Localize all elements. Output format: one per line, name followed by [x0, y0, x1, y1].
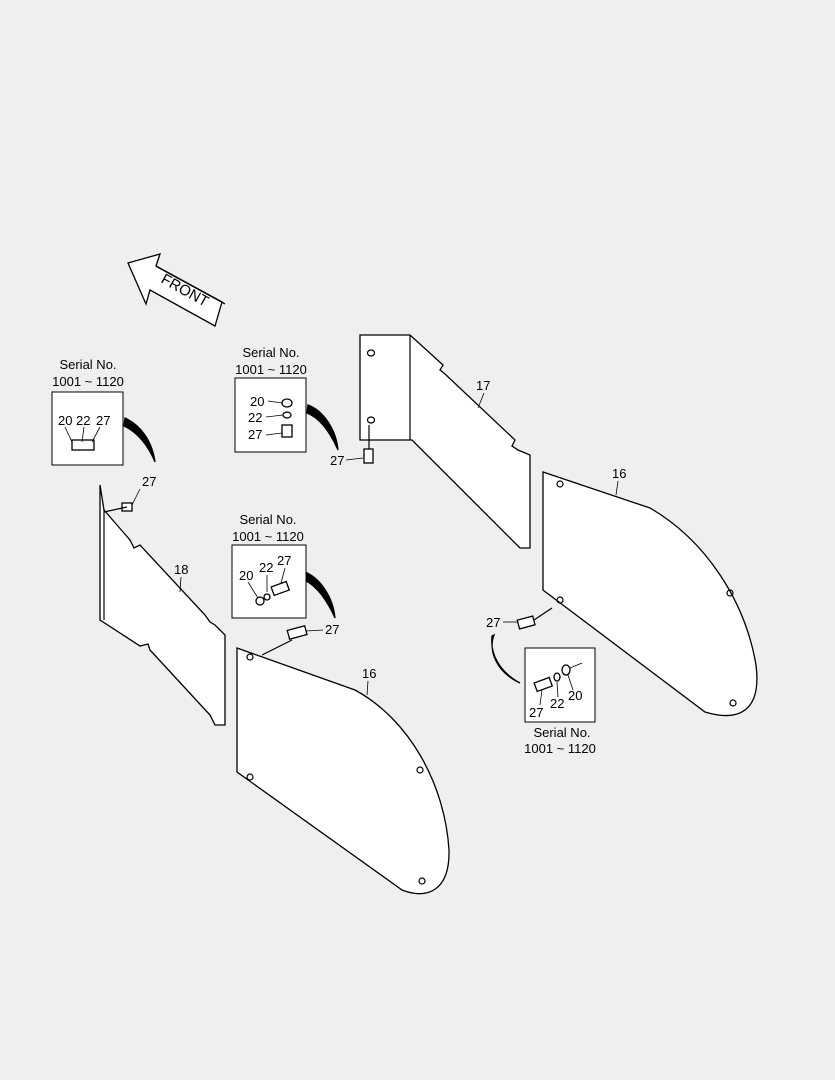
serial-range-4: 1001 ~ 1120 [524, 741, 596, 756]
inset-3-label-20: 20 [239, 568, 253, 583]
inset-box-2: 20 22 27 [234, 377, 307, 453]
callout-18: 18 [174, 562, 188, 577]
inset-box-4: 27 22 20 [524, 647, 596, 723]
inset-4-label-22: 22 [550, 696, 564, 711]
inset-box-1: 20 22 27 [51, 391, 124, 466]
callout-27-panel17: 27 [330, 453, 344, 468]
pointer-arrow [491, 633, 521, 684]
inset-1-label-22: 22 [76, 413, 90, 428]
pointer-arrow [306, 404, 339, 451]
inset-2-label-20: 20 [250, 394, 264, 409]
bolt-27-lower [261, 625, 308, 656]
serial-range-1: 1001 ~ 1120 [52, 374, 124, 389]
panel-16-right [542, 471, 758, 717]
pointer-arrow [123, 417, 156, 463]
callout-16-right: 16 [612, 466, 626, 481]
inset-4-label-20: 20 [568, 688, 582, 703]
bolt-27-panel17 [363, 425, 374, 464]
callout-16-lower: 16 [362, 666, 376, 681]
serial-label-3: Serial No. [239, 512, 296, 527]
inset-3-label-27: 27 [277, 553, 291, 568]
serial-label-1: Serial No. [59, 357, 116, 372]
inset-4-label-27: 27 [529, 705, 543, 720]
pointer-arrow [303, 571, 336, 619]
serial-range-2: 1001 ~ 1120 [235, 362, 307, 377]
front-arrow: FRONT [127, 253, 226, 327]
panel-18 [99, 484, 226, 726]
callout-27-left: 27 [142, 474, 156, 489]
inset-2-label-22: 22 [248, 410, 262, 425]
inset-2-label-27: 27 [248, 427, 262, 442]
bolt-27-right [516, 607, 553, 630]
serial-range-3: 1001 ~ 1120 [232, 529, 304, 544]
serial-label-2: Serial No. [242, 345, 299, 360]
inset-1-label-27: 27 [96, 413, 110, 428]
callout-27-right: 27 [486, 615, 500, 630]
bolt-27-left [103, 502, 133, 513]
inset-1-label-20: 20 [58, 413, 72, 428]
serial-label-4: Serial No. [533, 725, 590, 740]
callout-17: 17 [476, 378, 490, 393]
inset-box-3: 20 22 27 [231, 544, 307, 619]
callout-27-lower: 27 [325, 622, 339, 637]
panel-17 [359, 334, 531, 549]
inset-3-label-22: 22 [259, 560, 273, 575]
panel-16-left [236, 647, 450, 895]
